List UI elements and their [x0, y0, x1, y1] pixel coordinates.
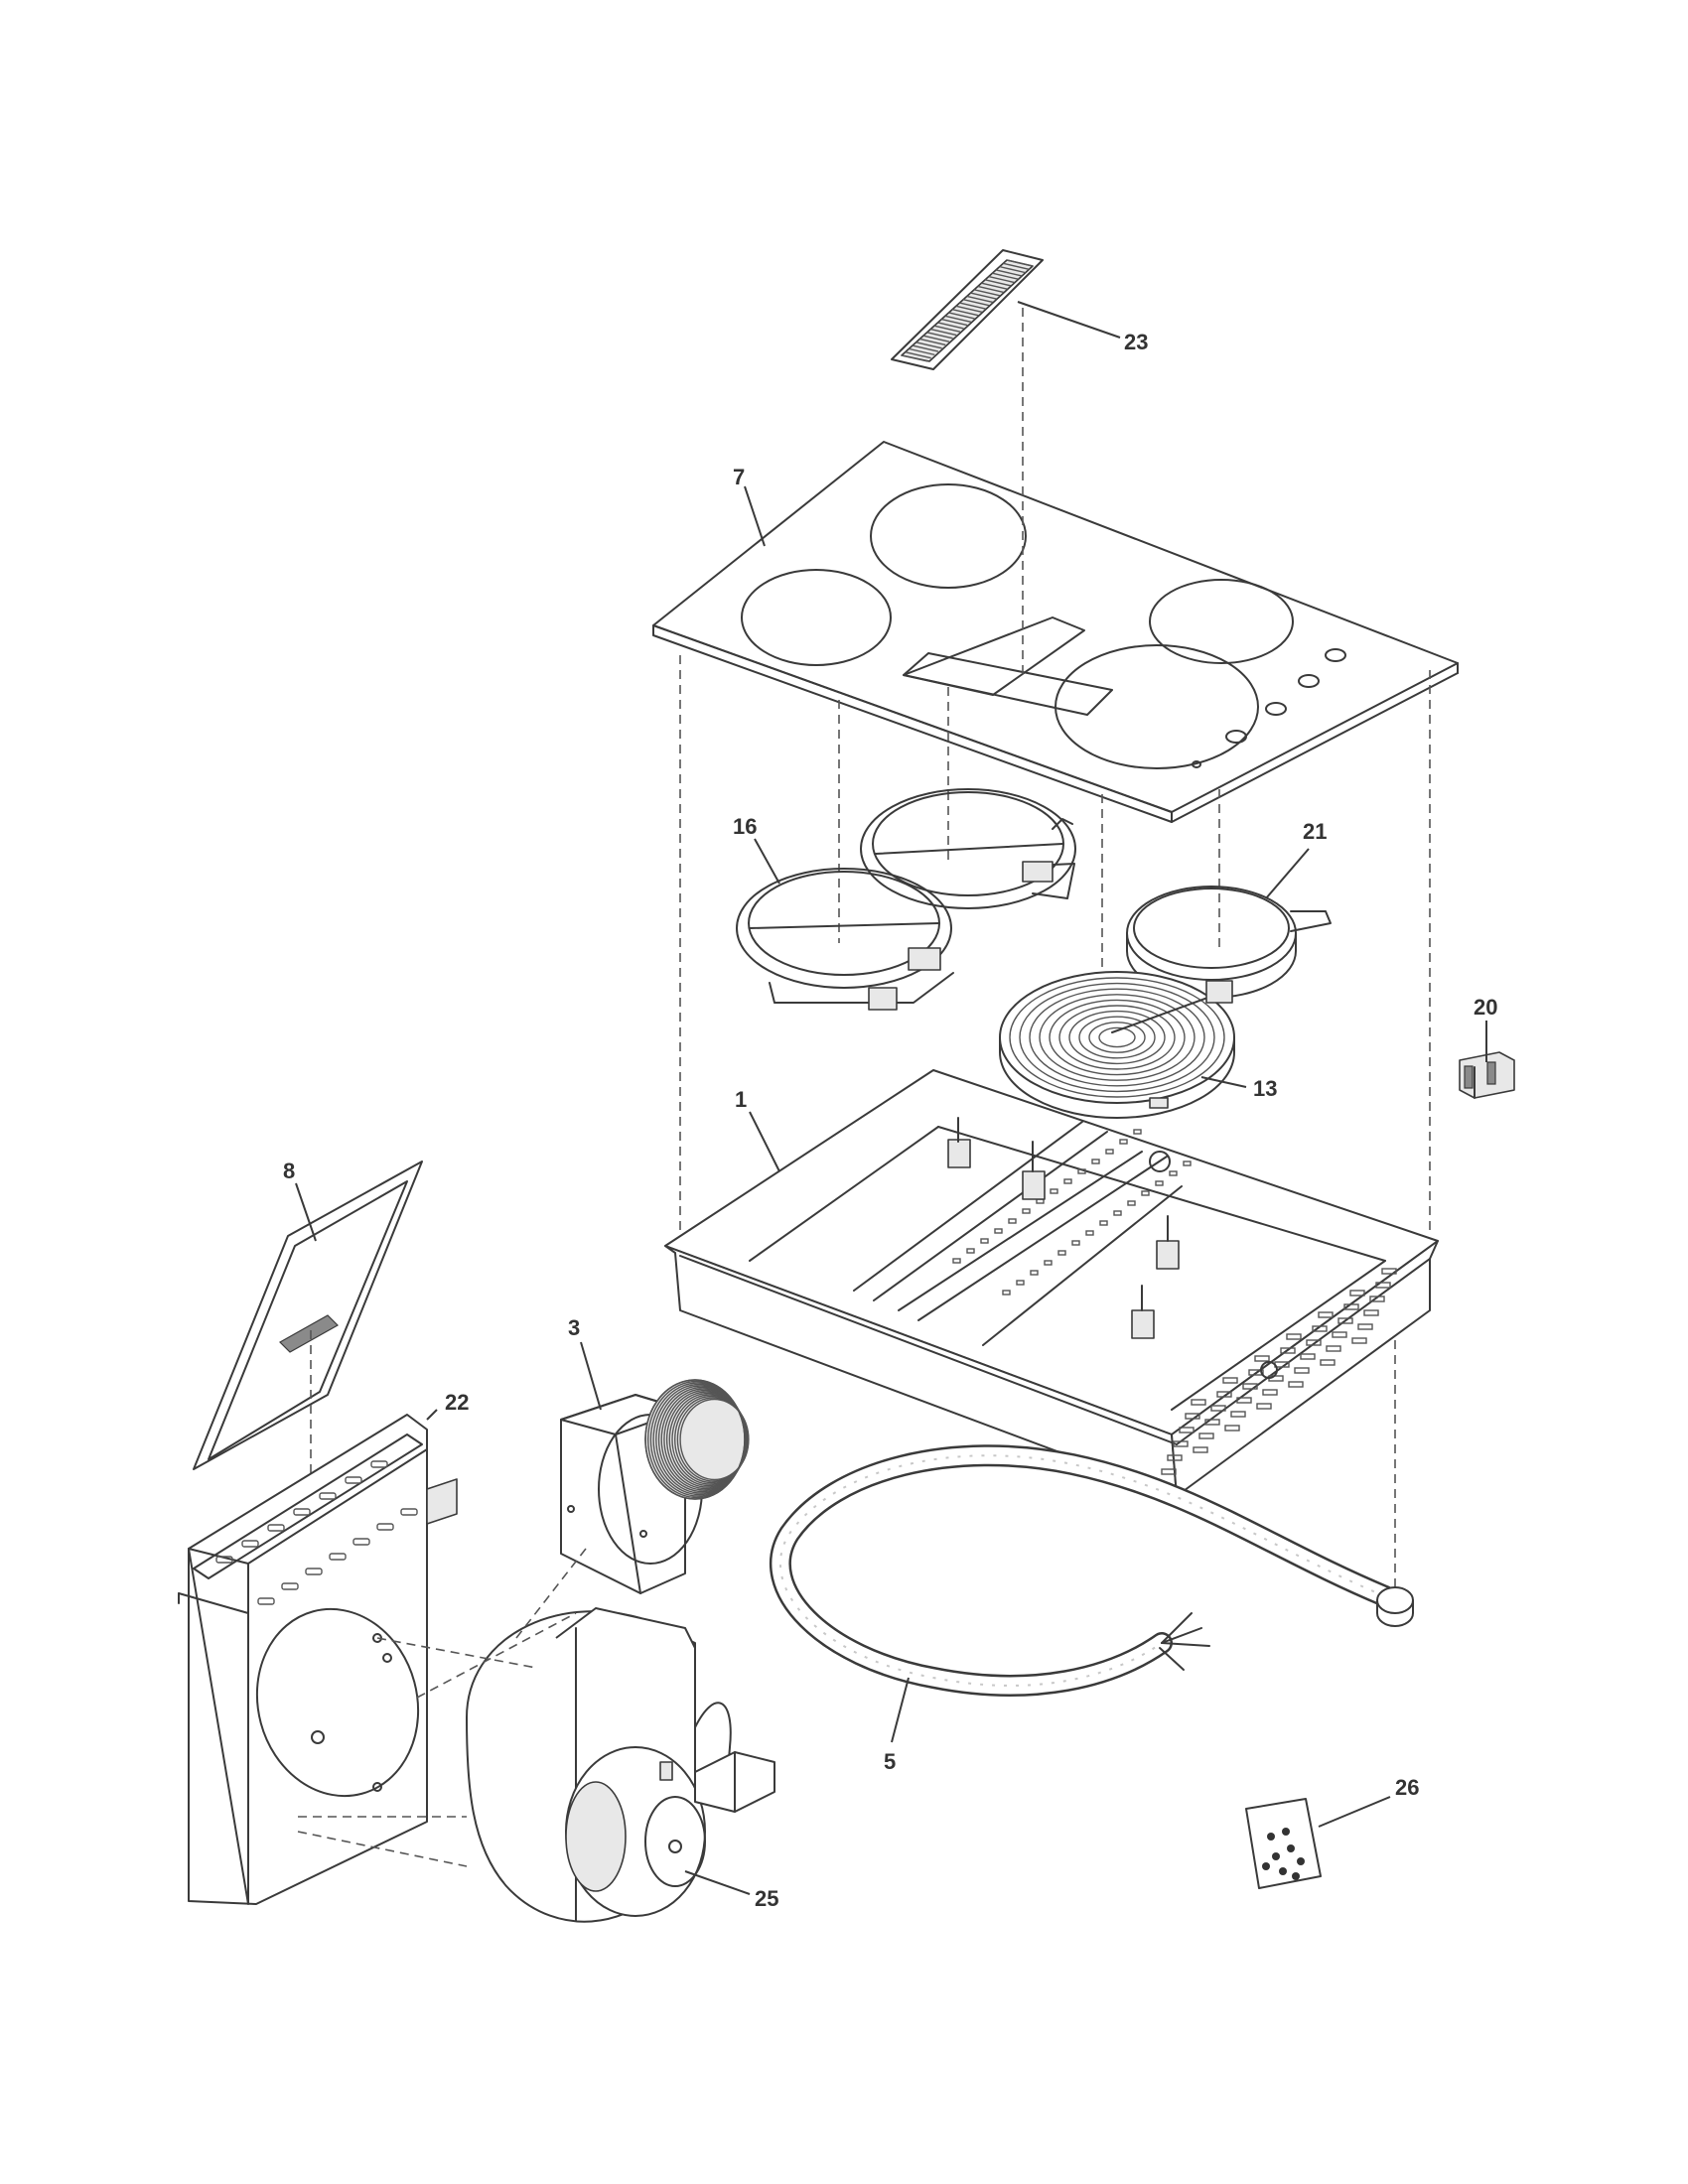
callout-23: 23 — [1017, 301, 1148, 354]
blower-alignment-lines — [297, 1548, 587, 1867]
svg-text:22: 22 — [445, 1390, 469, 1415]
part-13-coil-element — [999, 971, 1235, 1119]
part-20-clip — [1459, 1051, 1515, 1099]
part-3-transition-duct — [560, 1379, 750, 1594]
svg-text:25: 25 — [755, 1886, 778, 1911]
callout-13: 13 — [1200, 1076, 1277, 1101]
svg-text:1: 1 — [735, 1087, 747, 1112]
part-25-blower-assembly — [466, 1607, 775, 1923]
callout-21: 21 — [1265, 819, 1327, 899]
callout-26: 26 — [1318, 1775, 1419, 1828]
svg-text:8: 8 — [283, 1159, 295, 1183]
part-16-dual-element-frame — [736, 788, 1076, 1011]
callout-22: 22 — [426, 1390, 469, 1421]
part-5-conduit — [769, 1444, 1414, 1697]
callout-3: 3 — [568, 1315, 602, 1411]
callout-16: 16 — [733, 814, 780, 885]
part-8-filter-panel — [193, 1160, 423, 1470]
part-21-radiant-ring — [1126, 886, 1332, 999]
callout-20: 20 — [1474, 995, 1497, 1062]
callout-5: 5 — [884, 1677, 910, 1774]
svg-text:7: 7 — [733, 465, 745, 489]
svg-text:26: 26 — [1395, 1775, 1419, 1800]
svg-text:20: 20 — [1474, 995, 1497, 1020]
part-1-burner-box — [664, 1069, 1439, 1497]
svg-text:21: 21 — [1303, 819, 1327, 844]
svg-text:13: 13 — [1253, 1076, 1277, 1101]
callout-8: 8 — [283, 1159, 317, 1242]
svg-text:16: 16 — [733, 814, 757, 839]
part-22-plenum-housing — [178, 1414, 458, 1905]
svg-text:5: 5 — [884, 1749, 896, 1774]
svg-text:3: 3 — [568, 1315, 580, 1340]
part-26-hardware-bag — [1245, 1798, 1322, 1889]
callout-7: 7 — [733, 465, 766, 547]
callout-25: 25 — [684, 1870, 778, 1911]
part-23-vent-grille — [891, 249, 1044, 370]
svg-text:23: 23 — [1124, 330, 1148, 354]
alignment-lines — [679, 308, 1431, 1598]
callout-1: 1 — [735, 1087, 780, 1172]
part-7-glass-cooktop — [652, 441, 1459, 823]
